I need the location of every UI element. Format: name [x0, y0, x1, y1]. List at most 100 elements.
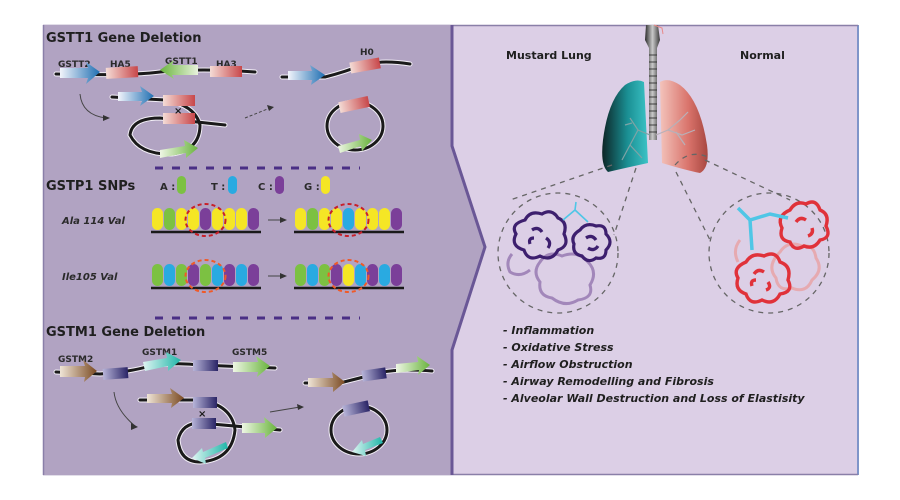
- gstt1-recombination: ×: [109, 86, 228, 158]
- nucleotide-legend: A : T : C : G :: [160, 176, 330, 194]
- flow-arrow: [269, 406, 301, 413]
- nucleotide-t: [355, 264, 366, 286]
- nucleotide-c: [188, 264, 199, 286]
- flow-arrow: [244, 107, 271, 119]
- nucleotide-g: [152, 208, 163, 230]
- nucleotide-g: [367, 208, 378, 230]
- sequence-after: [294, 203, 404, 237]
- nucleotide-a: [295, 264, 306, 286]
- flow-arrow: [113, 391, 136, 427]
- arrowhead-icon: [267, 105, 274, 111]
- nucleotide-c: [248, 208, 259, 230]
- sequence-before: [151, 203, 261, 237]
- nucleotide-swatch-a: [177, 176, 186, 194]
- gene-gstt2: [60, 62, 100, 84]
- variant-label-ala114val: Ala 114 Val: [61, 216, 125, 227]
- zoom-line: [613, 167, 637, 236]
- nucleotide-a: [319, 264, 330, 286]
- nucleotide-g: [379, 208, 390, 230]
- nucleotide-g: [176, 208, 187, 230]
- gene-label-gstt1: GSTT1: [165, 57, 198, 67]
- effect-item: - Oxidative Stress: [503, 341, 614, 354]
- legend-label-g: G :: [304, 182, 320, 193]
- sequence-before: [151, 259, 261, 293]
- gene-label-gstm2: GSTM2: [58, 355, 93, 365]
- arrowhead-icon: [280, 273, 287, 279]
- effect-item: - Alveolar Wall Destruction and Loss of …: [503, 392, 805, 405]
- crossover-x-icon: ×: [174, 106, 182, 117]
- mustard-lung-title: Mustard Lung: [506, 49, 592, 62]
- gene-label-ha5: HA5: [110, 60, 131, 70]
- bronchi-icon: [655, 111, 696, 146]
- nucleotide-g: [188, 208, 199, 230]
- gstt1-result-chromosome: [279, 57, 413, 85]
- gstm1-excised-circle: [328, 400, 390, 457]
- gene-label-h0: H0: [360, 48, 374, 58]
- nucleotide-g: [355, 208, 366, 230]
- nucleotide-t: [379, 264, 390, 286]
- normal-lung-icon: [660, 80, 708, 173]
- nucleotide-c: [200, 208, 211, 230]
- nucleotide-c: [367, 264, 378, 286]
- trachea-icon: [645, 24, 664, 140]
- nucleotide-g: [319, 208, 330, 230]
- nucleotide-g: [212, 208, 223, 230]
- arrowhead-icon: [297, 404, 304, 410]
- normal-alveoli-magnifier: [708, 192, 830, 314]
- nucleotide-c: [224, 264, 235, 286]
- arrowhead-icon: [131, 423, 138, 430]
- flow-arrow: [79, 93, 107, 119]
- gstt1-chromosome: [53, 60, 258, 84]
- gstt1-excised-circle: [324, 95, 386, 153]
- left-panel-bg: [42, 25, 487, 475]
- nucleotide-a: [200, 264, 211, 286]
- nucleotide-t: [307, 264, 318, 286]
- nucleotide-swatch-g: [321, 176, 330, 194]
- nucleotide-c: [248, 264, 259, 286]
- nucleotide-a: [307, 208, 318, 230]
- nucleotide-t: [343, 208, 354, 230]
- arrowhead-icon: [280, 217, 287, 223]
- nucleotide-swatch-c: [275, 176, 284, 194]
- nucleotide-t: [236, 264, 247, 286]
- mustard-alveoli-magnifier: [497, 192, 619, 314]
- sequence-after: [294, 259, 404, 293]
- nucleotide-a: [152, 264, 163, 286]
- gstm1-recombination: ×: [137, 388, 283, 465]
- gstm1-chromosome: [53, 352, 278, 382]
- zoom-line: [509, 164, 613, 201]
- gene-gstt1: [160, 60, 198, 79]
- nucleotide-t: [164, 264, 175, 286]
- nucleotide-g: [331, 208, 342, 230]
- gstm1-result-chromosome: [302, 356, 435, 392]
- gstm1-section: GSTM1 Gene Deletion GSTM2 GSTM1 GSTM5 ×: [46, 325, 435, 465]
- gstm1-title: GSTM1 Gene Deletion: [46, 325, 205, 340]
- nucleotide-swatch-t: [228, 176, 237, 194]
- snp-highlight-ring: [327, 259, 370, 293]
- effects-list: - Inflammation - Oxidative Stress - Airf…: [503, 324, 805, 405]
- nucleotide-a: [164, 208, 175, 230]
- nucleotide-g: [236, 208, 247, 230]
- gstt1-title: GSTT1 Gene Deletion: [46, 31, 201, 46]
- effect-item: - Airflow Obstruction: [503, 358, 633, 371]
- legend-label-c: C :: [258, 182, 273, 193]
- zoom-line: [675, 171, 711, 241]
- gstp1-section: GSTP1 SNPs A :T :C :G : Ala 114 Val Ile1…: [46, 176, 404, 293]
- snp-highlight-ring: [327, 203, 370, 237]
- normal-lung-title: Normal: [740, 49, 785, 62]
- snp-sequences: [151, 203, 404, 293]
- effect-item: - Inflammation: [503, 324, 594, 337]
- mustard-lung-icon: [602, 80, 648, 172]
- legend-label-t: T :: [211, 182, 225, 193]
- gene-ha3: [210, 66, 242, 77]
- snp-highlight-ring: [184, 259, 227, 293]
- gene-label-gstm5: GSTM5: [232, 348, 267, 358]
- nucleotide-g: [224, 208, 235, 230]
- lung-comparison: Mustard Lung Normal: [497, 24, 830, 405]
- effect-item: - Airway Remodelling and Fibrosis: [503, 375, 714, 388]
- snp-highlight-ring: [184, 203, 227, 237]
- nucleotide-c: [391, 208, 402, 230]
- gene-label-gstt2: GSTT2: [58, 60, 91, 70]
- legend-label-a: A :: [160, 182, 175, 193]
